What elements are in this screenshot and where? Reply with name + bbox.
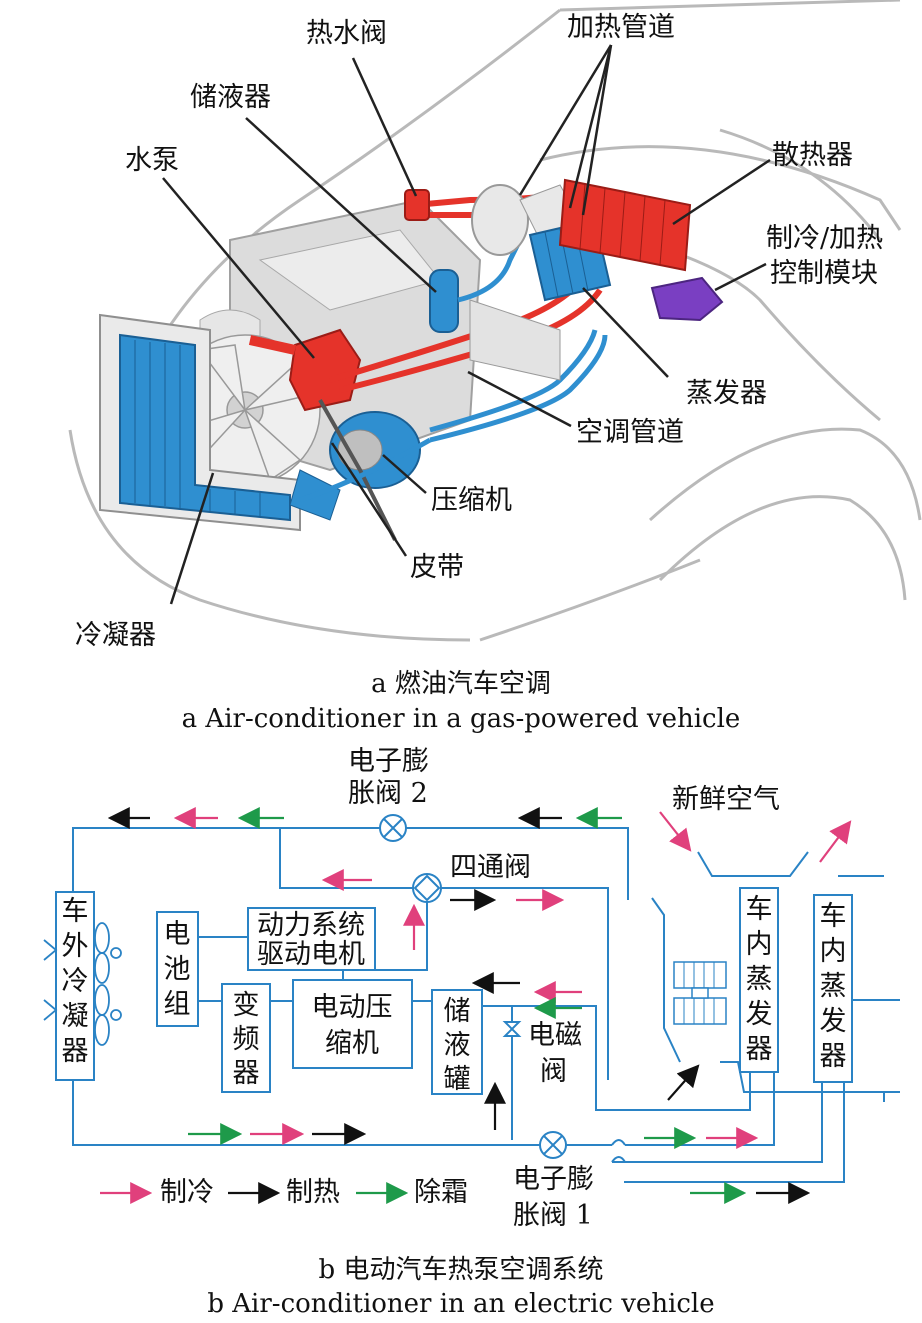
- battery-char-1: 池: [164, 954, 191, 985]
- motor-line-1: 动力系统: [257, 910, 365, 941]
- indoor-evaporator-2-box: [813, 894, 853, 1083]
- indoor-evap-1-char-1: 内: [746, 929, 773, 960]
- condenser-fan-icon: [43, 922, 122, 1046]
- eev1-symbol: [539, 1131, 567, 1159]
- flow-arrows: [100, 807, 852, 1204]
- motor-line-2: 驱动电机: [257, 939, 365, 970]
- outdoor-condenser-box: [55, 891, 95, 1081]
- label-eev2-line1: 电子膨: [348, 746, 429, 777]
- blower-icon: [673, 961, 727, 1025]
- label-heating-duct: 加热管道: [567, 12, 675, 43]
- battery-char-0: 电: [164, 919, 191, 950]
- label-eev1-line1: 电子膨: [513, 1164, 594, 1195]
- label-control-module-1: 制冷/加热: [766, 223, 884, 254]
- receiver-tank-char-1: 液: [444, 1030, 471, 1061]
- label-eev2-line2: 胀阀 2: [348, 778, 428, 809]
- ecompressor-line-1: 电动压: [312, 992, 393, 1023]
- accumulator-part: [429, 269, 459, 333]
- battery-char-2: 组: [164, 989, 191, 1020]
- indoor-evap-2-char-4: 器: [820, 1041, 847, 1072]
- outdoor-condenser-char-2: 冷: [62, 966, 89, 997]
- eev2-symbol: [379, 814, 407, 842]
- outdoor-condenser-char-0: 车: [62, 896, 89, 927]
- arrow-fresh-air-in: [659, 811, 692, 852]
- leader-lines: [162, 44, 771, 605]
- box-labels: 车 外 冷 凝 器 电 池 组 动力系统 驱动电机 变 频 器 电动压 缩机 储…: [62, 894, 847, 1095]
- inverter-char-2: 器: [233, 1058, 260, 1089]
- arrow-air-out: [819, 820, 852, 863]
- solenoid-valve-symbol: [502, 1021, 522, 1037]
- indoor-evap-2-char-1: 内: [820, 936, 847, 967]
- label-condenser: 冷凝器: [75, 620, 156, 651]
- compressor-part: [289, 411, 421, 521]
- receiver-tank-box: [431, 989, 483, 1095]
- motor-box: [247, 907, 376, 971]
- indoor-evap-1-char-4: 器: [746, 1034, 773, 1065]
- indoor-evap-2-char-3: 发: [820, 1006, 847, 1037]
- indoor-evap-1-char-3: 发: [746, 999, 773, 1030]
- label-four-way-valve: 四通阀: [450, 852, 531, 883]
- caption-a-cn: a 燃油汽车空调: [371, 669, 551, 699]
- legend-heating-label: 制热: [286, 1177, 340, 1208]
- ecompressor-box: [292, 979, 413, 1069]
- ac-pipes: [299, 238, 608, 503]
- hot-water-valve-part: [404, 189, 430, 221]
- label-solenoid-valve-2: 阀: [540, 1056, 567, 1087]
- ecompressor-line-2: 缩机: [325, 1028, 379, 1059]
- label-accumulator: 储液器: [190, 82, 271, 113]
- label-control-module-2: 控制模块: [770, 258, 878, 289]
- hvac-housing: [651, 851, 885, 1102]
- indoor-evap-2-char-0: 车: [820, 901, 847, 932]
- indoor-evap-2-char-2: 蒸: [820, 971, 847, 1002]
- outdoor-condenser-char-4: 器: [62, 1036, 89, 1067]
- arrow-blower-in: [667, 1064, 700, 1101]
- battery-box: [156, 911, 199, 1027]
- caption-a-en: a Air-conditioner in a gas-powered vehic…: [181, 704, 741, 734]
- belt-part: [318, 399, 397, 541]
- outdoor-condenser-char-1: 外: [62, 931, 89, 962]
- caption-b-en: b Air-conditioner in an electric vehicle: [207, 1289, 715, 1319]
- label-compressor: 压缩机: [431, 485, 512, 516]
- radiator-part: [558, 178, 692, 272]
- label-eev1-line2: 胀阀 1: [513, 1200, 593, 1231]
- control-module-part: [650, 276, 724, 322]
- inverter-box: [221, 983, 271, 1093]
- caption-b-cn: b 电动汽车热泵空调系统: [318, 1255, 604, 1285]
- label-hot-water-valve: 热水阀: [306, 18, 387, 49]
- label-radiator: 散热器: [772, 140, 853, 171]
- indoor-evaporator-1-box: [739, 887, 779, 1073]
- four-way-valve-symbol: [412, 873, 442, 903]
- indoor-evap-1-char-2: 蒸: [746, 964, 773, 995]
- label-solenoid-valve-1: 电磁: [528, 1020, 582, 1051]
- receiver-tank-char-2: 罐: [444, 1064, 471, 1095]
- legend-cooling-label: 制冷: [160, 1177, 214, 1208]
- label-fresh-air: 新鲜空气: [672, 784, 780, 815]
- legend-defrost-label: 除霜: [414, 1177, 468, 1208]
- refrigerant-lines: [72, 827, 900, 1183]
- heat-pump-schematic: 车 外 冷 凝 器 电 池 组 动力系统 驱动电机 变 频 器 电动压 缩机 储…: [43, 807, 900, 1204]
- label-ac-duct: 空调管道: [576, 417, 684, 448]
- label-belt: 皮带: [410, 552, 464, 583]
- label-evaporator: 蒸发器: [686, 378, 767, 409]
- vehicle-ac-illustration: [68, 0, 922, 642]
- indoor-evap-1-char-0: 车: [746, 894, 773, 925]
- receiver-tank-char-0: 储: [444, 996, 471, 1027]
- inverter-char-1: 频: [233, 1024, 260, 1055]
- outdoor-condenser-char-3: 凝: [62, 1001, 89, 1032]
- inverter-char-0: 变: [233, 990, 260, 1021]
- blower-housing: [469, 184, 581, 381]
- label-water-pump: 水泵: [125, 145, 179, 176]
